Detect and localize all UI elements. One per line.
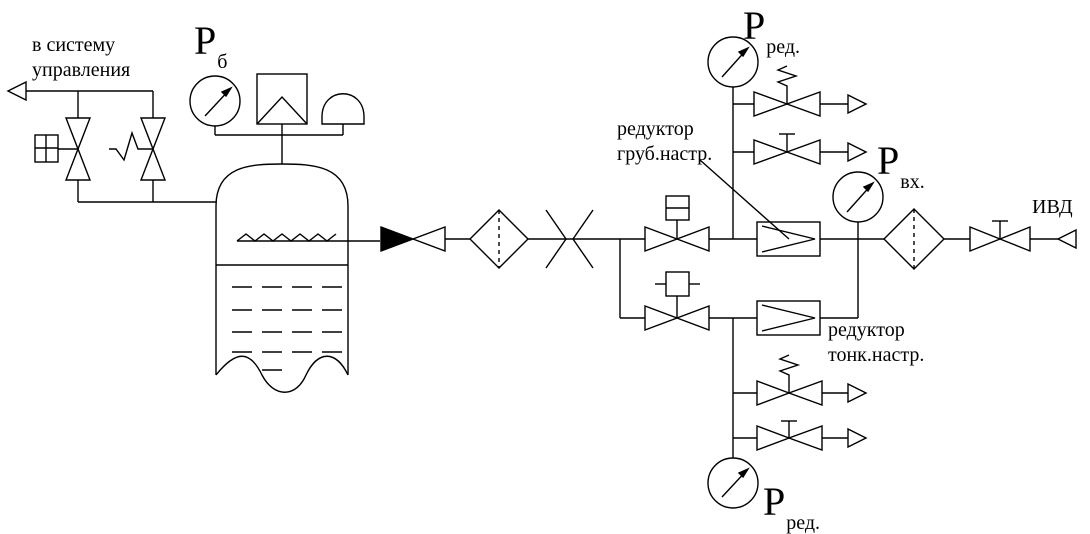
coarse-reducer-label-line2: груб.настр. [617, 143, 713, 165]
signal-device-icon [321, 93, 365, 125]
reduced-pressure-label-top: Pред. [743, 3, 800, 58]
fine-reducer-label-line2: тонк.настр. [828, 344, 925, 366]
fine-reducer-label-line1: редуктор [828, 319, 905, 341]
tank-pressure-subscript: б [217, 51, 228, 73]
filter-icon [469, 209, 529, 269]
pressure-gauge-icon [707, 36, 759, 88]
pressure-gauge-icon [707, 457, 759, 509]
check-valve-icon [380, 225, 446, 253]
tank-instrument-pipes [214, 124, 344, 164]
main-line-pipes [445, 222, 1058, 319]
throttle-icon [545, 209, 594, 269]
inlet-arrow-icon [1056, 228, 1077, 250]
solenoid-valve-upper [644, 195, 710, 253]
output-arrow-left [6, 80, 27, 102]
reduced-pressure-label-bottom: Pред. [763, 479, 820, 534]
pressure-sensor-icon [256, 73, 308, 125]
solenoid-valve-left [34, 117, 92, 181]
high-pressure-source-label: ИВД [1032, 196, 1073, 218]
coarse-reducer-icon [699, 159, 821, 257]
pressure-tank [215, 163, 380, 393]
reduced-pressure-subscript-top: ред. [766, 36, 801, 58]
pressure-gauge-icon [189, 75, 241, 127]
relief-valve-upper [753, 65, 868, 117]
inlet-valve-icon [969, 220, 1031, 253]
fine-reducer-icon [756, 300, 821, 336]
reduced-pressure-symbol-top: P [743, 3, 766, 48]
reduced-pressure-subscript-bottom: ред. [786, 512, 821, 534]
inlet-pressure-subscript: вх. [900, 171, 925, 193]
inlet-filter-icon [883, 208, 945, 270]
solenoid-valve-lower [644, 271, 710, 332]
lower-branch-pipes [732, 318, 848, 458]
tank-pressure-symbol: P [194, 18, 217, 63]
control-system-label-line1: в систему [32, 34, 116, 56]
relief-valve-left [109, 117, 167, 181]
relief-valve-lower [756, 354, 868, 407]
control-system-label-line2: управления [32, 59, 131, 81]
reduced-pressure-symbol-bottom: P [763, 479, 786, 524]
fine-reducer-label: редуктор тонк.настр. [828, 320, 924, 365]
pressure-gauge-icon [832, 171, 884, 223]
tank-pressure-label: Pб [194, 18, 227, 73]
upper-branch-pipes [732, 87, 848, 239]
coarse-reducer-label-line1: редуктор [617, 118, 694, 140]
control-system-label: в систему управления [32, 35, 130, 80]
inlet-pressure-label: Pвх. [877, 138, 925, 193]
coarse-reducer-label: редуктор груб.настр. [617, 119, 712, 164]
manual-valve-lower [756, 420, 868, 452]
manual-valve-upper [753, 133, 868, 165]
inlet-pressure-symbol: P [877, 138, 900, 183]
control-manifold-pipes [26, 90, 216, 203]
